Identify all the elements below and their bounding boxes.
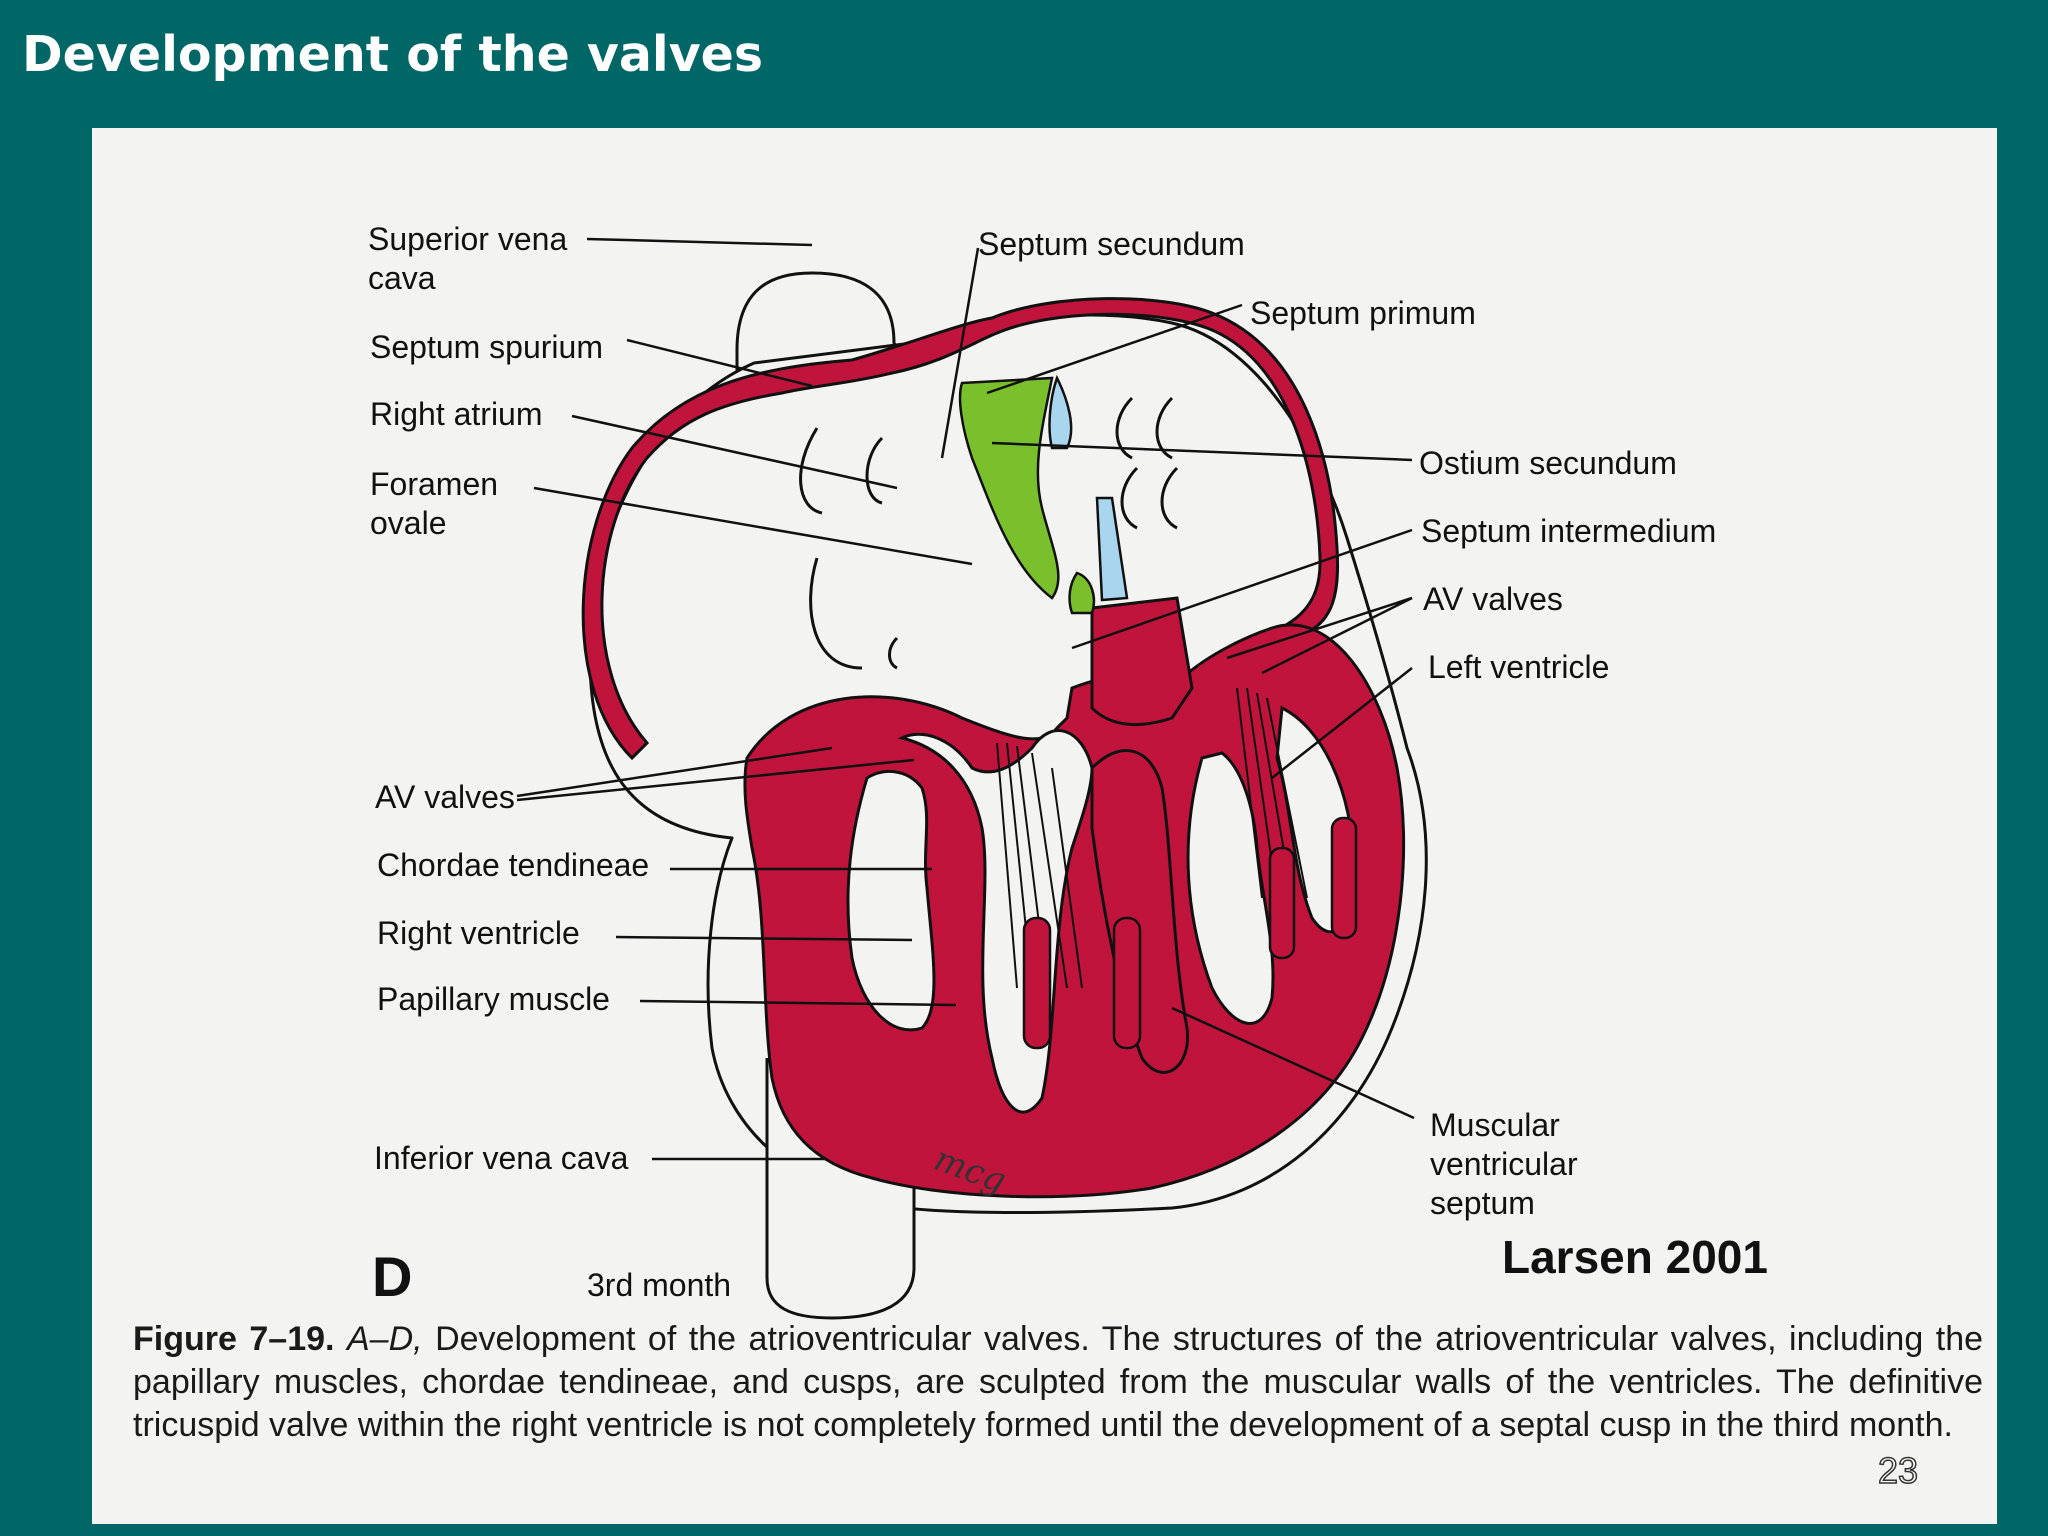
- label-inferior-vena-cava: Inferior vena cava: [374, 1140, 629, 1176]
- label-foramen-ovale-2: ovale: [370, 505, 447, 541]
- label-right-ventricle: Right ventricle: [377, 915, 580, 951]
- septum-primum-blue: [1048, 374, 1073, 450]
- caption-figure-number: Figure 7–19.: [133, 1320, 335, 1358]
- label-right-atrium: Right atrium: [370, 396, 543, 432]
- label-septum-spurium: Septum spurium: [370, 329, 603, 365]
- stage-label: 3rd month: [587, 1267, 731, 1303]
- label-av-valves-right: AV valves: [1423, 581, 1563, 617]
- caption-panels: A–D,: [347, 1320, 423, 1358]
- figure-caption: Figure 7–19. A–D, Development of the atr…: [133, 1318, 1983, 1447]
- label-papillary-muscle: Papillary muscle: [377, 981, 610, 1017]
- figure-panel: Superior vena cava Septum spurium Right …: [92, 128, 1997, 1524]
- label-septum-intermedium: Septum intermedium: [1421, 513, 1716, 549]
- caption-text: Development of the atrioventricular valv…: [133, 1320, 1984, 1444]
- label-superior-vena-cava-2: cava: [368, 260, 436, 296]
- heart-diagram: Superior vena cava Septum spurium Right …: [368, 221, 1768, 1320]
- leader-lines: [516, 237, 1415, 1161]
- label-ostium-secundum: Ostium secundum: [1419, 445, 1677, 481]
- label-muscular-ventricular-septum-2: ventricular: [1430, 1146, 1578, 1182]
- label-left-ventricle: Left ventricle: [1428, 649, 1609, 685]
- page-number: 23: [1877, 1449, 1919, 1492]
- ventricular-myocardium: [743, 623, 1406, 1199]
- label-muscular-ventricular-septum-3: septum: [1430, 1185, 1535, 1221]
- septum-secundum-green-lower: [1068, 571, 1096, 615]
- label-superior-vena-cava-1: Superior vena: [368, 221, 567, 257]
- panel-letter: D: [372, 1245, 412, 1308]
- citation: Larsen 2001: [1502, 1231, 1768, 1283]
- label-av-valves-left: AV valves: [375, 779, 515, 815]
- septum-primum-blue-lower: [1095, 496, 1129, 602]
- label-chordae-tendineae: Chordae tendineae: [377, 847, 649, 883]
- label-septum-primum: Septum primum: [1250, 295, 1476, 331]
- papillary-muscles: [1022, 816, 1358, 1050]
- septum-intermedium-cushion: [1090, 596, 1194, 727]
- label-foramen-ovale-1: Foramen: [370, 466, 498, 502]
- slide-title: Development of the valves: [22, 26, 764, 83]
- septum-secundum-green: [958, 376, 1060, 600]
- flow-marks: [799, 396, 1179, 670]
- label-septum-secundum: Septum secundum: [978, 226, 1245, 262]
- label-muscular-ventricular-septum-1: Muscular: [1430, 1107, 1560, 1143]
